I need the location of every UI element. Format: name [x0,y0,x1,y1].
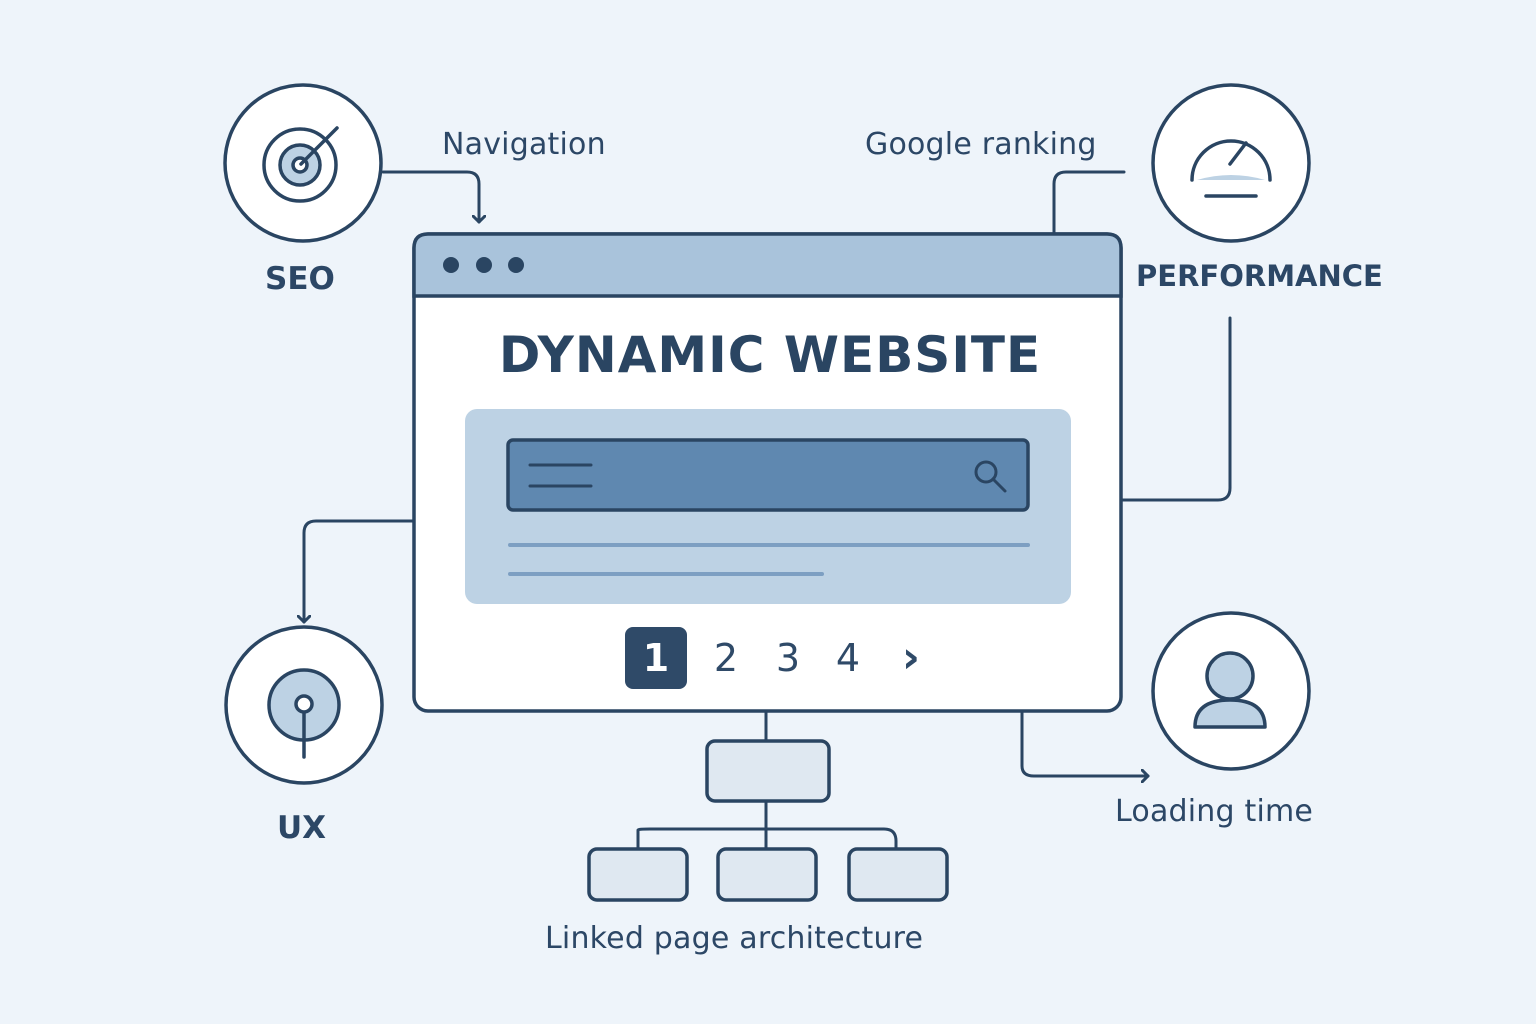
performance-label: PERFORMANCE [1136,259,1383,293]
page-title: DYNAMIC WEBSITE [498,326,1042,384]
architecture-child-node-2 [716,847,818,902]
loading-time-connector [1020,710,1150,776]
google-ranking-connector [1052,170,1126,234]
browser-title-bar [412,232,1123,298]
architecture-root-node [705,739,831,803]
seo-to-navigation-connector [381,170,479,224]
pagination-page-3[interactable]: 3 [775,636,801,680]
ux-connector [304,519,416,624]
architecture-child-node-1 [587,847,689,902]
touch-pointer-icon [267,668,341,759]
architecture-branch [636,800,898,850]
ux-label: UX [277,810,327,846]
window-dot-2 [476,257,492,273]
search-bar [506,438,1030,512]
linked-page-architecture-label: Linked page architecture [545,921,924,956]
target-icon [262,126,339,203]
window-dot-1 [443,257,459,273]
google-ranking-label: Google ranking [865,127,1097,162]
pagination-page-2[interactable]: 2 [713,636,739,680]
performance-connector [1118,316,1232,502]
hamburger-icon [528,463,593,488]
pagination-next-chevron-icon[interactable]: › [901,632,921,683]
seo-label: SEO [265,261,335,297]
speedometer-icon [1190,139,1272,198]
navigation-label: Navigation [442,127,606,162]
search-icon [974,460,1007,493]
pagination-page-4[interactable]: 4 [835,636,861,680]
architecture-child-node-3 [847,847,949,902]
window-dot-3 [508,257,524,273]
user-icon [1193,651,1267,729]
pagination-page-1[interactable]: 1 [625,627,687,689]
loading-time-label: Loading time [1115,794,1314,829]
